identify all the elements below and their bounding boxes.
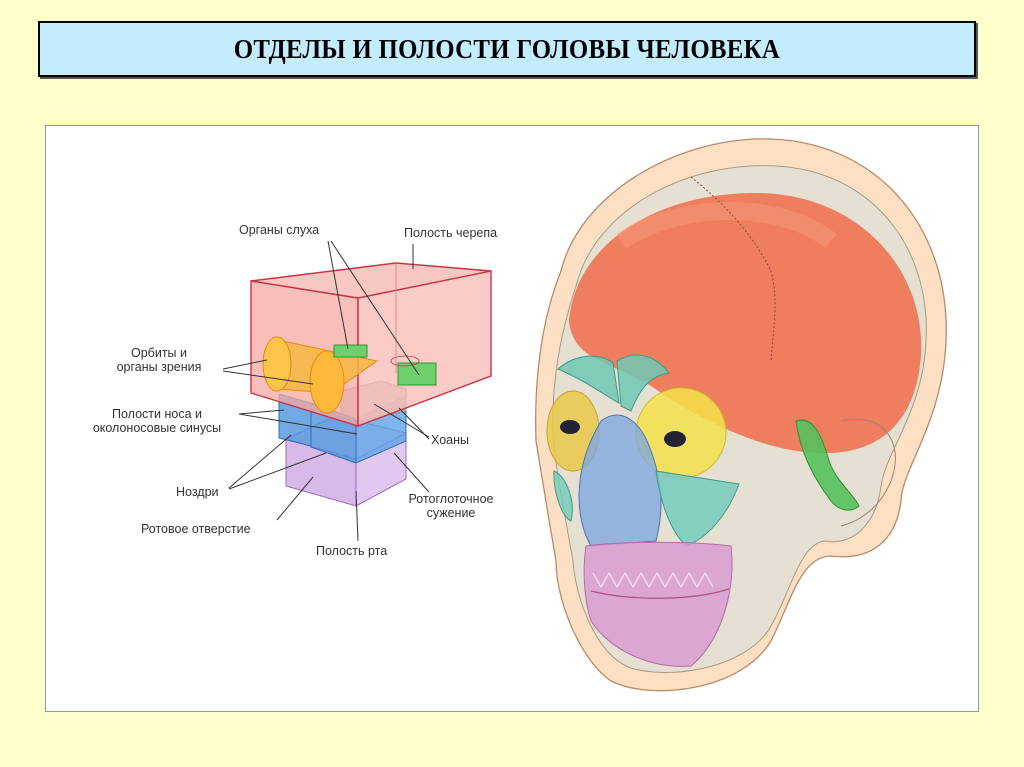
- title-banner: ОТДЕЛЫ И ПОЛОСТИ ГОЛОВЫ ЧЕЛОВЕКА: [38, 21, 976, 77]
- label-nasal-line1: Полости носа и: [112, 407, 202, 421]
- label-nasal-cavities: Полости носа и околоносовые синусы: [72, 407, 242, 435]
- hearing-organ-boxes: [333, 344, 437, 386]
- cavity-schematic: [222, 138, 947, 692]
- label-choanae: Хоаны: [431, 433, 469, 447]
- label-oropharynx-line1: Ротоглоточное: [408, 492, 494, 506]
- label-hearing-organs: Органы слуха: [239, 223, 320, 237]
- label-nasal-line2: околоносовые синусы: [92, 421, 222, 435]
- label-oropharynx-line2: сужение: [426, 506, 476, 520]
- slide-title: ОТДЕЛЫ И ПОЛОСТИ ГОЛОВЫ ЧЕЛОВЕКА: [233, 33, 781, 64]
- illustration-panel: Органы слуха Полость черепа Орбиты и орг…: [45, 125, 979, 712]
- label-oral-cavity: Полость рта: [316, 544, 388, 558]
- skull-illustration: [535, 138, 947, 692]
- leader-lines: [222, 240, 430, 542]
- label-nostrils: Ноздри: [176, 485, 219, 499]
- label-mouth-opening: Ротовое отверстие: [141, 522, 251, 536]
- label-orbits-line1: Орбиты и: [131, 346, 187, 360]
- label-orbits-line2: органы зрения: [116, 360, 202, 374]
- label-orbits: Орбиты и органы зрения: [104, 346, 214, 374]
- label-cranial-cavity: Полость черепа: [404, 226, 498, 240]
- label-oropharyngeal-isthmus: Ротоглоточное сужение: [401, 492, 501, 520]
